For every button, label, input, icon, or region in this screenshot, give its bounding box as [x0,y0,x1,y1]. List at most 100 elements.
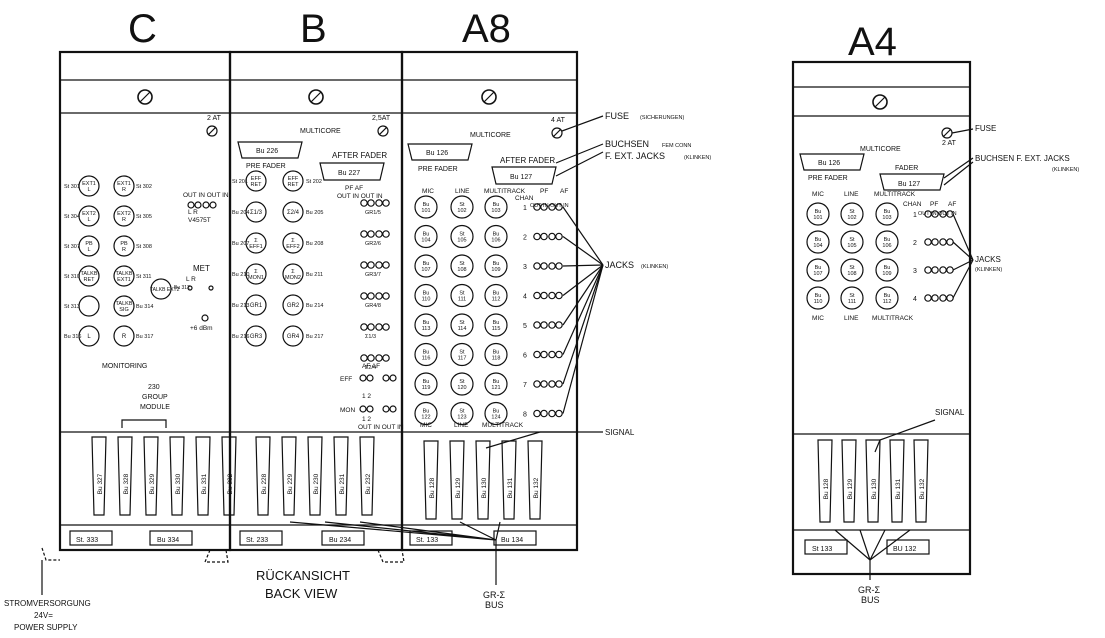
b-channel-label: Σ2/4 [365,365,376,371]
fuse-a8-label: 4 AT [551,117,566,124]
module-a4-patch: MIC LINE MULTITRACK CHAN PF AF OUT IN OU… [806,191,957,322]
b-mon-label: MON [340,407,355,414]
fuse-c-icon [206,125,218,137]
b-bus-connector-label: Bu 231 [339,473,346,494]
b-right-label: Bu 214 [306,303,323,309]
a8-multitrack-jack-label-2: 115 [492,326,501,332]
b-channel-label: GR3/7 [365,272,381,278]
a8-channel-number: 6 [523,353,527,360]
jacks-callout: JACKS [605,260,634,270]
b-jack-left-label-2: EFF1 [249,244,262,250]
b-jack-right-label: Σ [291,269,295,275]
signal-callout: SIGNAL [605,428,635,437]
a4-bus-connector: Bu 130 [865,439,881,523]
b-channel-label: GR4/8 [365,303,381,309]
a4-channel-number: 4 [913,296,917,303]
group-module-label-2: GROUP [142,394,168,401]
c-bus-connector: Bu 328 [117,436,133,516]
a8-multitrack-jack-label: Bu [493,350,500,356]
a8-line-jack-label: St [459,350,465,356]
a4-mic-jack-label-2: 107 [813,271,822,277]
c-jack-left-label-2: L [87,187,90,193]
a4-mic-header: MIC [812,191,824,198]
bus-label-a8-2: BUS [485,600,504,610]
a4-multitrack-jack-label-2: 109 [882,271,891,277]
a8-channel-number: 5 [523,323,527,330]
b-bus-connector: Bu 232 [359,436,375,516]
a8-line-jack-label-2: 102 [457,208,466,214]
psu-en: POWER SUPPLY [14,623,78,632]
c-jack-left-label-2: L [87,217,90,223]
a4-line-jack-label-2: 102 [847,215,856,221]
b-bus-connector: Bu 230 [307,436,323,516]
a4-bu127-plate [879,173,945,191]
a4-multitrack-jack-label-2: 103 [882,215,891,221]
b-jack-left-label: EFF [251,176,262,182]
a4-multitrack-jack-label: Bu [884,265,891,271]
psu-v: 24V= [34,611,53,620]
c-bus-connector-label: Bu 328 [123,473,130,494]
a8-channel-number: 4 [523,294,527,301]
c-bus-connector: Bu 332 [221,436,237,516]
a4-mic-footer: MIC [812,315,824,322]
frame-a8 [400,50,579,552]
a8-mic-jack-label: Bu [423,261,430,267]
fuse-a8-icon [551,127,563,139]
c-lr-label: L R [188,209,198,216]
a8-line-jack-label: St [459,291,465,297]
a8-line-jack-label-2: 111 [458,297,466,303]
b-ring-row [360,261,390,269]
b-jack-left-label: Σ [254,269,258,275]
a8-mic-jack-label: Bu [423,232,430,238]
bu127-plate [491,166,557,185]
a4-multitrack-footer: MULTITRACK [872,315,914,322]
b-jack-right-label: Σ2/4 [287,210,300,216]
a8-bus-connector: Bu 130 [475,440,491,520]
a4-multitrack-jack-label: Bu [884,237,891,243]
callouts: FUSE (SICHERUNGEN) BUCHSEN FEM CONN F. E… [485,111,1079,453]
monitoring-title: MONITORING [102,363,147,370]
a4-mic-jack-label-2: 101 [813,215,822,221]
back-view-de: RÜCKANSICHT [256,568,350,583]
bu227-label: Bu 227 [338,170,360,177]
a4-signal-callout: SIGNAL [935,408,965,417]
a8-line-footer: LINE [454,422,469,429]
b-jack-left-label: GR3 [250,334,263,340]
a8-bus-connector-label: Bu 130 [481,477,488,498]
c-jack-right: PBR [113,235,135,257]
b-jack-right-label-2: MON2 [285,275,301,281]
b-bus-connector: Bu 228 [255,436,271,516]
b-bus-connector: Bu 231 [333,436,349,516]
a8-ring-row [533,380,563,388]
b-right-label: Bu 211 [306,272,323,278]
a8-mic-jack-label-2: 119 [422,385,431,391]
b-bus-connector-label: Bu 229 [287,473,294,494]
b-pf-af-label: PF AF [345,185,363,192]
frame-a4 [791,60,972,576]
back-view-en: BACK VIEW [265,586,338,601]
a8-mic-jack-label: Bu [423,379,430,385]
a8-plate-left: St. 133 [416,537,438,544]
a8-multitrack-jack-label: Bu [493,291,500,297]
c-right-label: Bu 317 [136,334,153,340]
screw-a8-icon [481,89,497,105]
b-jack-right-label: EFF [288,176,299,182]
a8-ring-row [533,321,563,329]
title-b: B [300,7,327,51]
a4-line-header: LINE [844,191,859,198]
a8-multitrack-jack-label-2: 118 [492,356,501,362]
a8-mic-jack-label: Bu [423,320,430,326]
